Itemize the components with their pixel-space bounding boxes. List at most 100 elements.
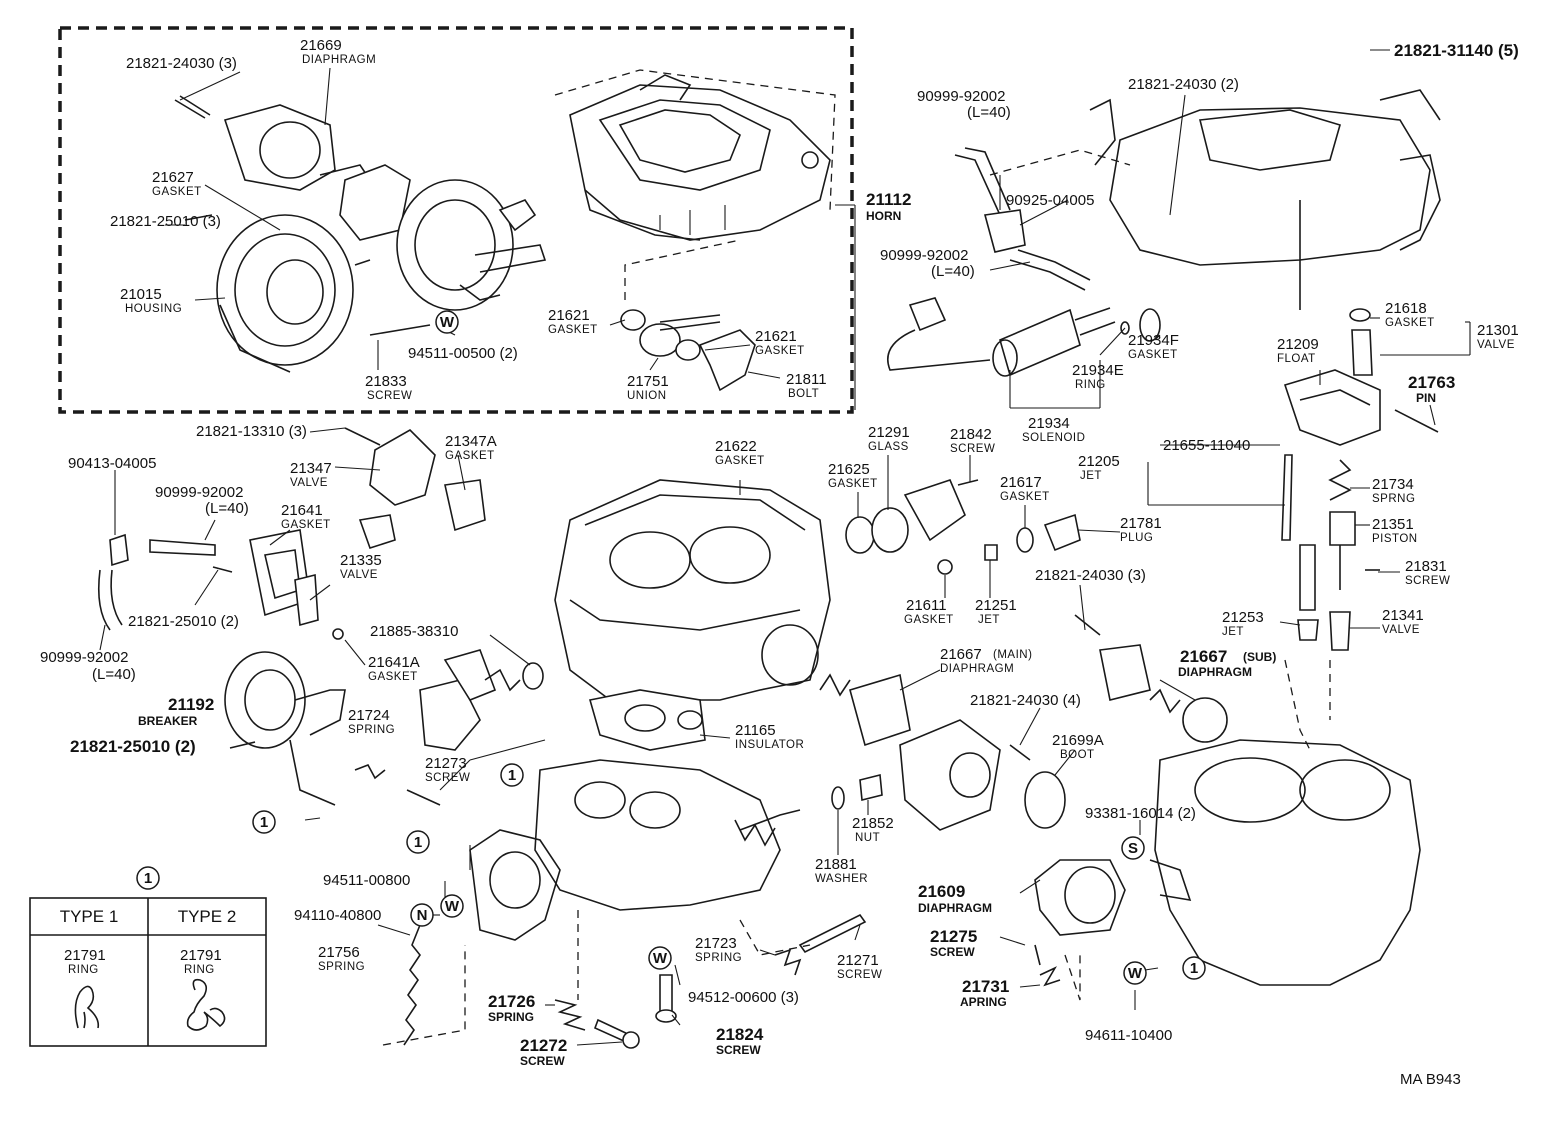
ring-type-1-icon (74, 985, 100, 1029)
lower-left-parts-drawing (382, 910, 1081, 1049)
part-number-21756: 21756 (318, 944, 360, 961)
part-number-21821-13310: 21821-13310 (3) (196, 423, 307, 440)
part-number-21347A: 21347A (445, 433, 497, 450)
part-number-94512: 94512-00600 (3) (688, 989, 799, 1006)
part-name-21253: JET (1222, 626, 1244, 638)
table-type-1-label: TYPE 1 (60, 907, 119, 926)
part-number-21934E: 21934E (1072, 362, 1124, 379)
part-name-21731: APRING (960, 995, 1007, 1009)
part-name-21934E: RING (1075, 379, 1106, 391)
washer-symbol-1 (435, 310, 459, 334)
left-mid-parts-drawing (97, 427, 544, 806)
horn-assembly-box (58, 26, 854, 414)
part-number-21165: 21165 (735, 722, 776, 739)
part-name-21192: BREAKER (138, 714, 198, 728)
part-name-21609: DIAPHRAGM (918, 901, 992, 915)
part-number-21622: 21622 (715, 438, 757, 455)
part-number-21351: 21351 (1372, 516, 1414, 533)
part-number-21667-main: 21667 (940, 646, 982, 663)
part-name-21112: HORN (866, 209, 901, 223)
part-name-21273: SCREW (425, 772, 470, 784)
washer-symbol-label: W (440, 314, 455, 331)
part-name-21625: GASKET (828, 478, 878, 490)
part-number-21734: 21734 (1372, 476, 1414, 493)
part-number-21209: 21209 (1277, 336, 1319, 353)
part-number-21301: 21301 (1477, 322, 1519, 339)
part-number-21811: 21811 (786, 371, 827, 388)
table-marker-label: 1 (144, 870, 152, 887)
washer-symbol-2 (440, 894, 464, 918)
part-name-21275: SCREW (930, 945, 975, 959)
part-name-21667-main: DIAPHRAGM (940, 663, 1014, 675)
part-name-21751: UNION (627, 390, 667, 402)
part-number-21621-a: 21621 (548, 307, 590, 324)
part-name-21622: GASKET (715, 455, 765, 467)
part-number-21609: 21609 (918, 882, 965, 901)
table-marker-circle (136, 866, 160, 890)
part-number-93381: 93381-16014 (2) (1085, 805, 1196, 822)
part-number-21275: 21275 (930, 927, 977, 946)
part-number-21831: 21831 (1405, 558, 1447, 575)
lower-right-body-drawing (1149, 659, 1421, 986)
part-name-21641A: GASKET (368, 671, 418, 683)
table-type-2-name: RING (184, 964, 215, 976)
part-length-90999-mid: (L=40) (931, 263, 975, 280)
part-name-21618: GASKET (1385, 317, 1435, 329)
part-name-21335: VALVE (340, 569, 378, 581)
leader-lines (99, 49, 1471, 1046)
part-name-21351: PISTON (1372, 533, 1418, 545)
part-number-21205: 21205 (1078, 453, 1120, 470)
part-labels: 21669 DIAPHRAGM 21821-24030 (3) 21627 GA… (40, 37, 1519, 1088)
part-name-21934F: GASKET (1128, 349, 1178, 361)
part-length-90999-low: (L=40) (92, 666, 136, 683)
part-name-21831: SCREW (1405, 575, 1450, 587)
part-number-21763: 21763 (1408, 373, 1455, 392)
part-name-21015: HOUSING (125, 303, 182, 315)
part-number-21621-b: 21621 (755, 328, 797, 345)
special-symbol (1121, 836, 1145, 860)
part-name-21627: GASKET (152, 186, 202, 198)
part-number-94110: 94110-40800 (294, 907, 381, 924)
part-name-21251: JET (978, 614, 1000, 626)
part-name-21724: SPRING (348, 724, 395, 736)
part-number-21821-25010-3: 21821-25010 (3) (110, 213, 221, 230)
part-number-21885: 21885-38310 (370, 623, 458, 640)
part-number-21881: 21881 (815, 856, 857, 873)
part-number-21821-24030-3b: 21821-24030 (3) (1035, 567, 1146, 584)
part-number-21271: 21271 (837, 952, 879, 969)
part-number-21934F: 21934F (1128, 332, 1179, 349)
washer-symbol-label: W (445, 898, 460, 915)
part-name-21165: INSULATOR (735, 739, 804, 751)
part-number-21617: 21617 (1000, 474, 1042, 491)
marker-circle-4 (1182, 956, 1206, 980)
part-name-21271: SCREW (837, 969, 882, 981)
part-number-90999-left: 90999-92002 (155, 484, 243, 501)
table-type-2-label: TYPE 2 (178, 907, 237, 926)
mid-parts-drawing (819, 479, 1228, 987)
part-number-21751: 21751 (627, 373, 669, 390)
horn-21112-drawing (554, 69, 836, 241)
part-tag-21667-sub: (SUB) (1243, 650, 1276, 664)
part-name-21763: PIN (1416, 391, 1436, 405)
part-number-21341: 21341 (1382, 607, 1424, 624)
table-type-1-name: RING (68, 964, 99, 976)
part-number-21667-sub: 21667 (1180, 647, 1227, 666)
part-name-21205: JET (1080, 470, 1102, 482)
table-type-2-part: 21791 (180, 947, 222, 964)
part-number-21821-25010-2a: 21821-25010 (2) (128, 613, 239, 630)
part-name-21852: NUT (855, 832, 880, 844)
solenoid-drawing (887, 147, 1161, 377)
part-name-21842: SCREW (950, 443, 995, 455)
part-number-21618: 21618 (1385, 300, 1427, 317)
part-name-21209: FLOAT (1277, 353, 1316, 365)
part-name-21621-b: GASKET (755, 345, 805, 357)
part-number-21824: 21824 (716, 1025, 764, 1044)
part-number-21726: 21726 (488, 992, 535, 1011)
part-tag-21667-main: (MAIN) (993, 649, 1032, 661)
part-number-21723: 21723 (695, 935, 737, 952)
part-number-94511-00800: 94511-00800 (323, 872, 410, 889)
part-number-21821-24030-3: 21821-24030 (3) (126, 55, 237, 72)
part-name-21347A: GASKET (445, 450, 495, 462)
part-name-21272: SCREW (520, 1054, 565, 1068)
washer-symbol-label: W (653, 950, 668, 967)
